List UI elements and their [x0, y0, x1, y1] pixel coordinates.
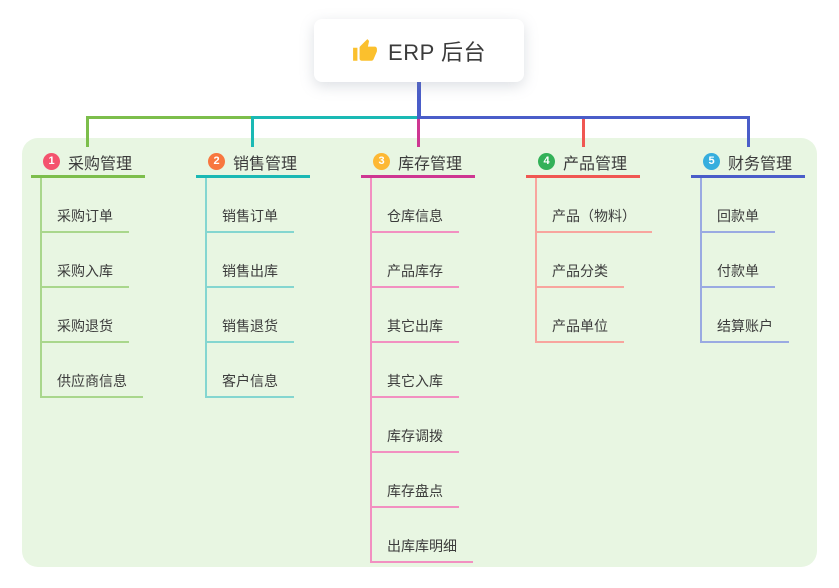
mindmap-node[interactable]: 销售订单 — [207, 178, 294, 233]
branch-children: 产品（物料） 产品分类 产品单位 — [535, 178, 652, 343]
connector-drop-branch4 — [582, 119, 585, 147]
mindmap-node[interactable]: 付款单 — [702, 233, 775, 288]
mindmap-node[interactable]: 产品分类 — [537, 233, 624, 288]
connector-bus-branch1 — [86, 116, 254, 119]
branch-number-badge: 3 — [373, 153, 390, 170]
mindmap-node[interactable]: 仓库信息 — [372, 178, 459, 233]
mindmap-node[interactable]: 结算账户 — [702, 288, 789, 343]
mindmap-node[interactable]: 销售出库 — [207, 233, 294, 288]
branch-label: 库存管理 — [398, 155, 463, 173]
branch-node[interactable]: 1 采购管理 — [31, 148, 145, 178]
thumbs-up-icon — [352, 38, 378, 64]
connector-bus-branch5 — [419, 116, 750, 119]
mindmap-node[interactable]: 其它出库 — [372, 288, 459, 343]
branch-number-badge: 2 — [208, 153, 225, 170]
branch-finance: 5 财务管理 回款单 付款单 结算账户 — [691, 148, 805, 343]
branch-label: 销售管理 — [233, 155, 298, 173]
mindmap-node[interactable]: 供应商信息 — [42, 343, 143, 398]
mindmap-node[interactable]: 销售退货 — [207, 288, 294, 343]
branch-sales: 2 销售管理 销售订单 销售出库 销售退货 客户信息 — [196, 148, 310, 398]
branch-label: 产品管理 — [563, 155, 628, 173]
branch-inventory: 3 库存管理 仓库信息 产品库存 其它出库 其它入库 库存调拨 库存盘点 出库库… — [361, 148, 475, 563]
branch-children: 仓库信息 产品库存 其它出库 其它入库 库存调拨 库存盘点 出库库明细 — [370, 178, 475, 563]
branch-label: 采购管理 — [68, 155, 133, 173]
branch-node[interactable]: 2 销售管理 — [196, 148, 310, 178]
connector-drop-branch2 — [251, 116, 254, 147]
mindmap-node[interactable]: 出库库明细 — [372, 508, 473, 563]
branch-number-badge: 5 — [703, 153, 720, 170]
branch-label: 财务管理 — [728, 155, 793, 173]
branch-number-badge: 4 — [538, 153, 555, 170]
mindmap-node[interactable]: 产品库存 — [372, 233, 459, 288]
mindmap-node[interactable]: 其它入库 — [372, 343, 459, 398]
branch-number-badge: 1 — [43, 153, 60, 170]
root-node-label: ERP 后台 — [388, 39, 486, 65]
mindmap-node[interactable]: 客户信息 — [207, 343, 294, 398]
branch-node[interactable]: 3 库存管理 — [361, 148, 475, 178]
branch-node[interactable]: 4 产品管理 — [526, 148, 640, 178]
connector-root-vertical — [417, 82, 421, 119]
connector-bus-branch2 — [252, 116, 419, 119]
mindmap-node[interactable]: 产品单位 — [537, 288, 624, 343]
branch-purchase: 1 采购管理 采购订单 采购入库 采购退货 供应商信息 — [31, 148, 145, 398]
mindmap-node[interactable]: 回款单 — [702, 178, 775, 233]
connector-drop-branch5 — [747, 116, 750, 147]
mindmap-node[interactable]: 采购订单 — [42, 178, 129, 233]
branch-node[interactable]: 5 财务管理 — [691, 148, 805, 178]
connector-drop-branch3 — [417, 119, 420, 147]
mindmap-node[interactable]: 采购入库 — [42, 233, 129, 288]
root-node-erp[interactable]: ERP 后台 — [314, 19, 524, 82]
branch-product: 4 产品管理 产品（物料） 产品分类 产品单位 — [526, 148, 652, 343]
branch-children: 回款单 付款单 结算账户 — [700, 178, 805, 343]
branch-children: 销售订单 销售出库 销售退货 客户信息 — [205, 178, 310, 398]
branch-children: 采购订单 采购入库 采购退货 供应商信息 — [40, 178, 145, 398]
mindmap-node[interactable]: 产品（物料） — [537, 178, 652, 233]
mindmap-background-panel — [22, 138, 817, 567]
mindmap-node[interactable]: 库存调拨 — [372, 398, 459, 453]
mindmap-node[interactable]: 库存盘点 — [372, 453, 459, 508]
connector-drop-branch1 — [86, 116, 89, 147]
mindmap-node[interactable]: 采购退货 — [42, 288, 129, 343]
